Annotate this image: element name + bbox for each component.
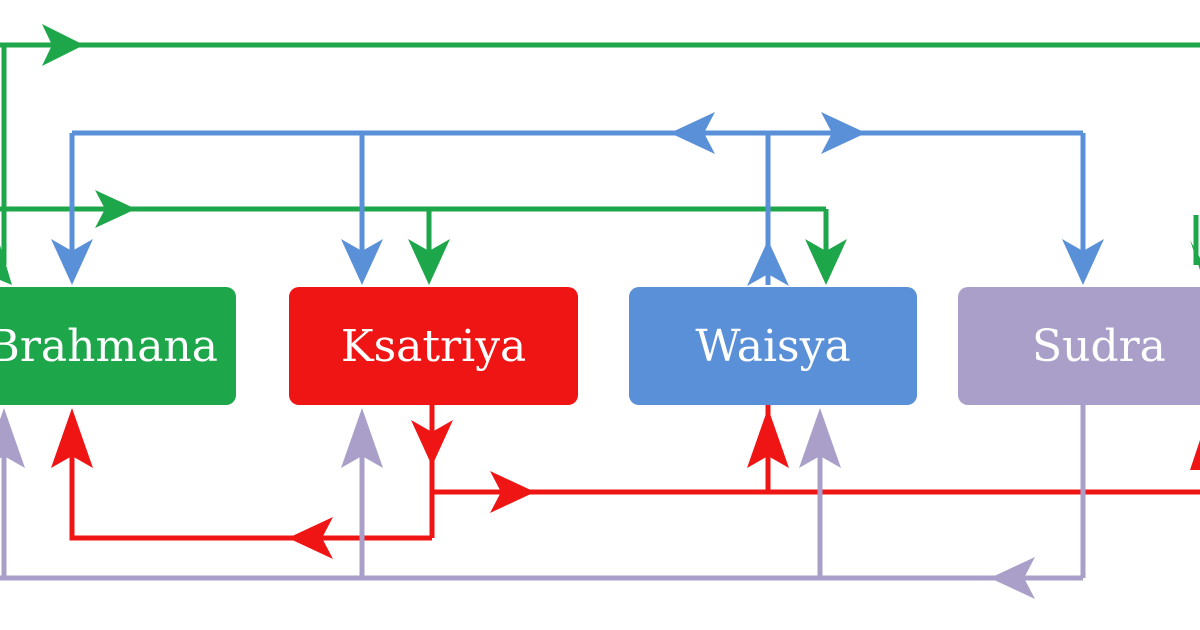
- brahmana-top-arrow-right: [42, 24, 84, 66]
- ksatriya-arrow-into-waisya: [747, 408, 789, 468]
- brahmana-box: Brahmana: [0, 287, 236, 405]
- sudra-box: Sudra: [958, 287, 1200, 405]
- ksatriya-connectors: [69, 405, 1200, 541]
- sudra-arrowheads: [0, 408, 1035, 599]
- sudra-arrow-into-brahmana: [0, 408, 25, 468]
- brahmana-arrow-left-edge: [0, 245, 12, 285]
- ksatriya-box: Ksatriya: [289, 287, 578, 405]
- ksatriya-arrow-right-edge: [1190, 440, 1200, 470]
- brahmana-arrowheads: [0, 24, 1200, 285]
- waisya-arrow-right: [821, 112, 866, 154]
- waisya-label: Waisya: [695, 320, 851, 372]
- waisya-arrowheads: [51, 112, 1104, 286]
- sudra-label: Sudra: [1032, 320, 1166, 372]
- brahmana-connectors: [0, 42, 1200, 265]
- sudra-arrow-into-waisya: [799, 408, 841, 468]
- waisya-arrow-into-ksatriya: [341, 239, 383, 285]
- waisya-box: Waisya: [629, 287, 917, 405]
- brahmana-middle-arrow-right: [95, 190, 136, 228]
- ksatriya-arrow-into-brahmana: [51, 408, 93, 468]
- ksatriya-arrow-left: [288, 517, 333, 559]
- ksatriya-arrowheads: [51, 408, 1200, 559]
- waisya-arrow-into-brahmana: [51, 239, 93, 285]
- brahmana-label: Brahmana: [0, 320, 218, 372]
- ksatriya-arrow-down: [411, 420, 453, 466]
- waisya-arrow-into-sudra: [1062, 239, 1104, 285]
- brahmana-arrow-into-ksatriya: [408, 239, 450, 285]
- ksatriya-label: Ksatriya: [340, 320, 527, 372]
- sudra-arrow-into-ksatriya: [341, 408, 383, 468]
- waisya-arrow-left: [670, 112, 715, 154]
- ksatriya-arrow-right: [490, 471, 535, 513]
- brahmana-arrow-into-waisya: [805, 239, 847, 285]
- brahmana-arrow-right-edge: [1190, 240, 1200, 270]
- sudra-arrow-left: [990, 557, 1035, 599]
- waisya-arrow-up-from-box: [747, 240, 789, 286]
- ksatriya-bottom-loop: [69, 420, 432, 541]
